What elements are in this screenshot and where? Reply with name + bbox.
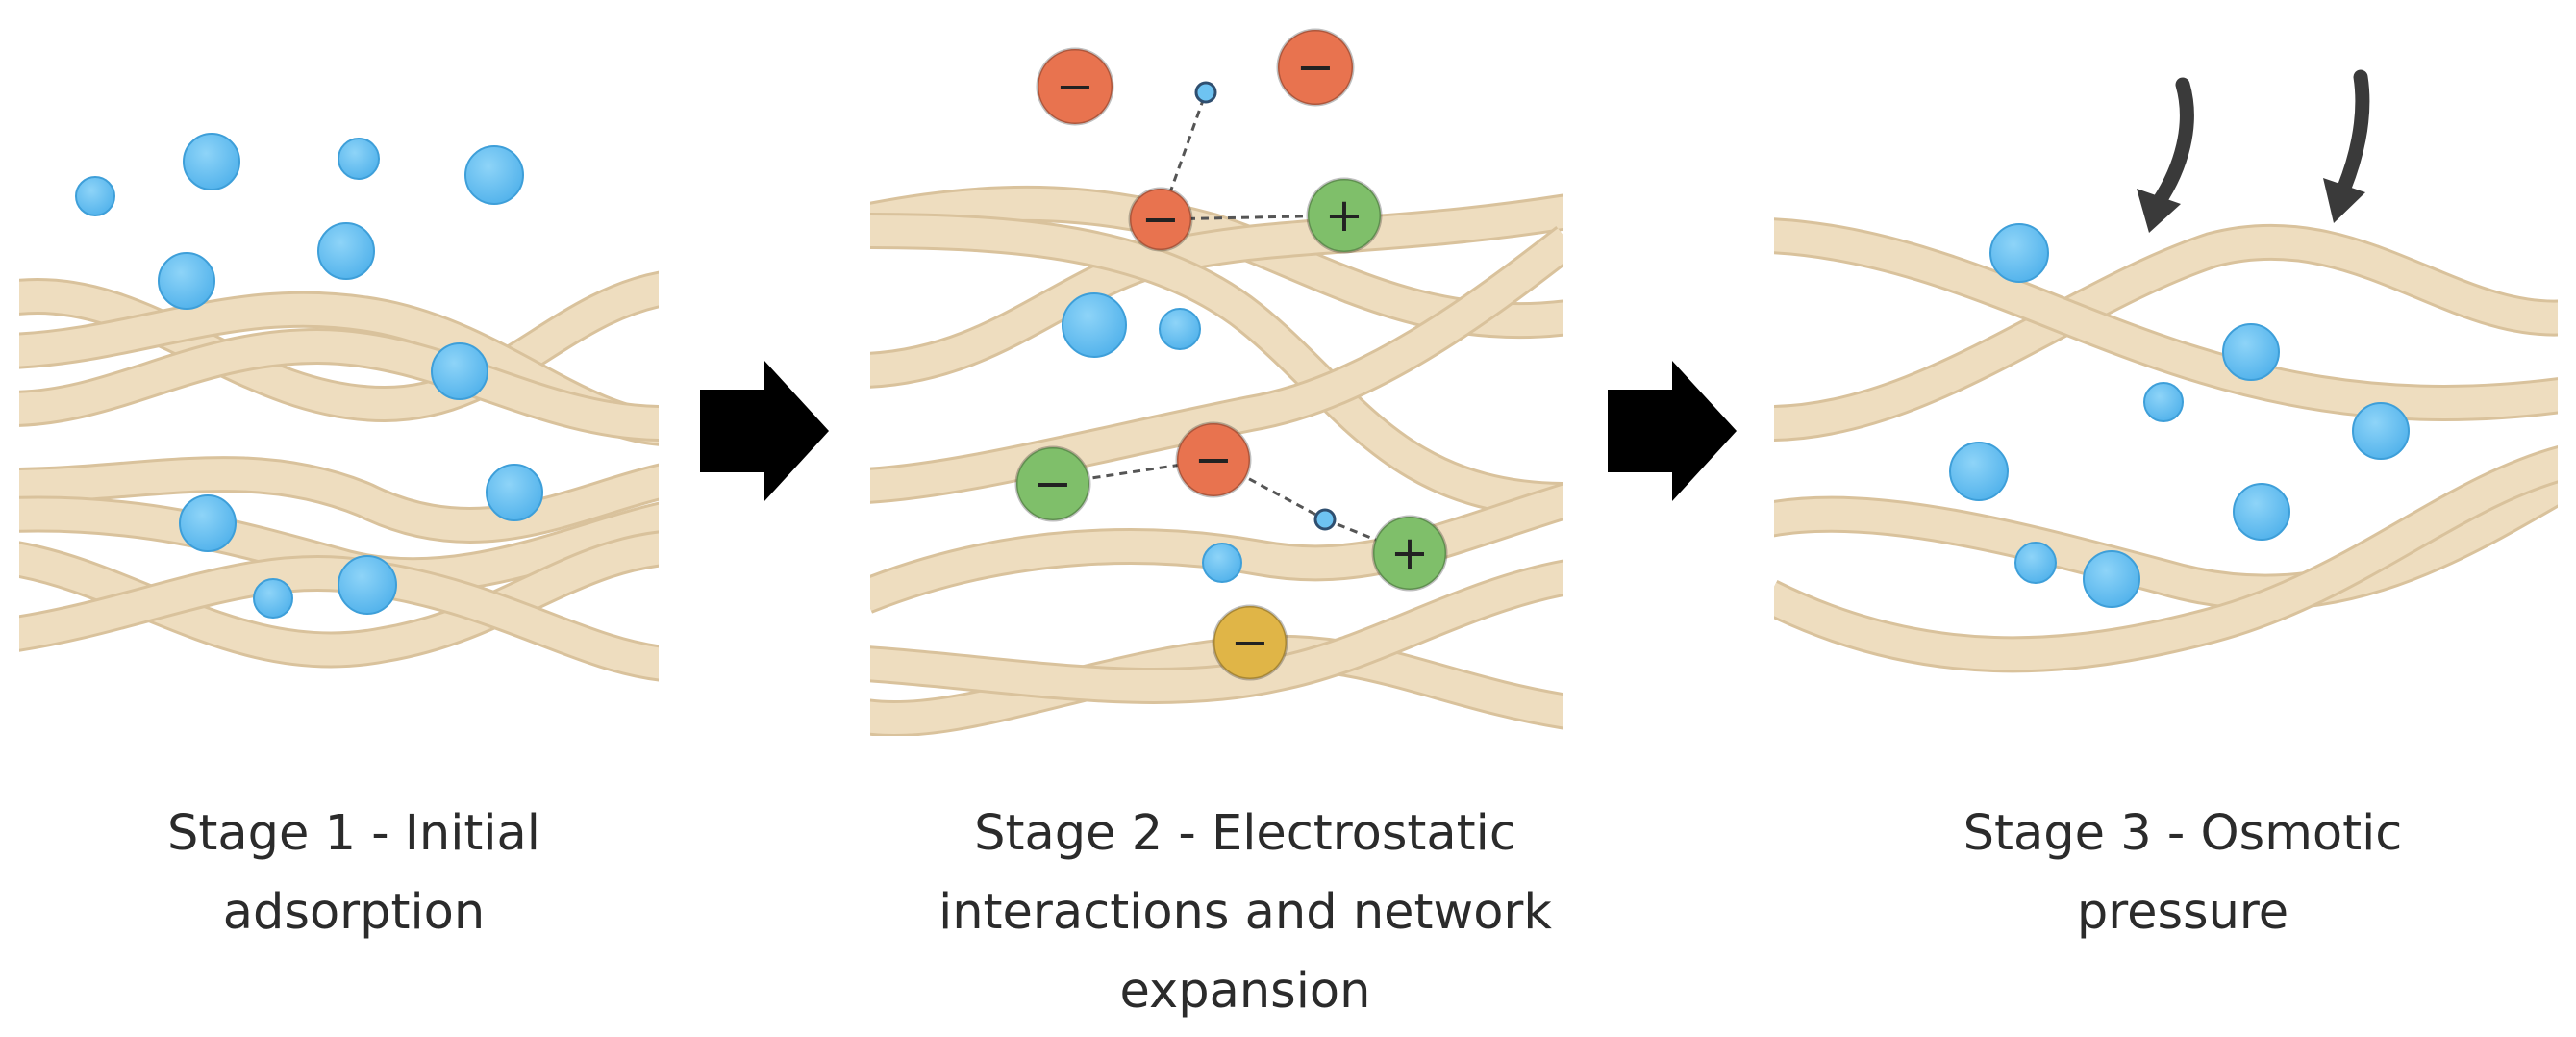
positive-charge-icon: + bbox=[1306, 177, 1383, 254]
stage-1-caption: Stage 1 - Initial adsorption bbox=[113, 795, 594, 952]
svg-text:−: − bbox=[1231, 616, 1269, 670]
polymer-fiber bbox=[870, 213, 1563, 518]
negative-charge-icon: − bbox=[1212, 604, 1288, 681]
stage-3-panel bbox=[1774, 69, 2558, 673]
water-droplet-icon bbox=[338, 138, 380, 180]
svg-text:+: + bbox=[1325, 189, 1363, 242]
right-arrow-icon bbox=[1608, 361, 1737, 501]
water-droplet-icon bbox=[431, 342, 488, 400]
caption-line: expansion bbox=[1119, 963, 1371, 1020]
water-droplet-icon bbox=[338, 555, 397, 615]
water-droplet-icon bbox=[1949, 442, 2009, 501]
polymer-fiber bbox=[870, 226, 1563, 504]
stage-1-panel bbox=[19, 133, 659, 682]
down-arrow-icon bbox=[2137, 77, 2194, 233]
down-arrow-icon bbox=[2323, 69, 2370, 223]
polymer-fiber bbox=[19, 270, 659, 423]
small-molecule-icon bbox=[1194, 81, 1217, 104]
caption-line: Stage 2 - Electrostatic bbox=[974, 805, 1516, 862]
polymer-fiber bbox=[870, 482, 1563, 614]
water-droplet-icon bbox=[179, 494, 237, 552]
polymer-fiber bbox=[19, 327, 659, 442]
right-arrow-icon bbox=[700, 361, 829, 501]
water-droplet-icon bbox=[158, 252, 215, 310]
polymer-fiber bbox=[19, 456, 659, 544]
svg-text:−: − bbox=[1056, 60, 1094, 114]
positive-charge-icon: + bbox=[1371, 515, 1448, 592]
negative-charge-icon: − bbox=[1128, 187, 1193, 252]
negative-charge-icon: − bbox=[1276, 28, 1355, 107]
polymer-fiber bbox=[1774, 217, 2558, 421]
water-droplet-icon bbox=[1159, 308, 1201, 350]
water-droplet-icon bbox=[317, 222, 375, 280]
stage-3-caption: Stage 3 - Osmotic pressure bbox=[1913, 795, 2452, 952]
svg-text:−: − bbox=[1141, 192, 1180, 246]
water-droplet-icon bbox=[2352, 402, 2410, 460]
water-droplet-icon bbox=[464, 145, 524, 205]
polymer-fiber bbox=[1774, 465, 2558, 611]
svg-text:−: − bbox=[1194, 433, 1233, 487]
polymer-fiber bbox=[1774, 445, 2558, 673]
water-molecules bbox=[75, 133, 543, 619]
water-droplet-icon bbox=[2233, 483, 2290, 541]
caption-line: adsorption bbox=[222, 884, 486, 941]
polymer-fiber bbox=[1774, 223, 2558, 442]
water-droplet-icon bbox=[1062, 292, 1127, 358]
water-droplet-icon bbox=[2014, 542, 2057, 584]
svg-text:+: + bbox=[1390, 526, 1429, 580]
caption-line: interactions and network bbox=[938, 884, 1552, 941]
caption-line: Stage 3 - Osmotic bbox=[1963, 805, 2403, 862]
stage-2-panel: − − − + − − + − bbox=[870, 28, 1563, 736]
polymer-fiber-network bbox=[1774, 217, 2558, 673]
polymer-fiber bbox=[19, 530, 659, 669]
water-droplet-icon bbox=[2143, 382, 2184, 422]
negative-charge-icon: − bbox=[1014, 445, 1091, 522]
negative-charge-icon: − bbox=[1036, 47, 1114, 126]
water-droplet-icon bbox=[2083, 550, 2140, 608]
stage-2-caption: Stage 2 - Electrostatic interactions and… bbox=[851, 795, 1639, 1031]
water-droplet-icon bbox=[75, 176, 115, 216]
water-droplet-icon bbox=[253, 578, 293, 619]
svg-text:−: − bbox=[1034, 457, 1072, 511]
caption-line: pressure bbox=[2076, 884, 2289, 941]
interaction-line bbox=[1159, 91, 1208, 220]
polymer-fiber bbox=[870, 559, 1563, 704]
negative-charge-icon: − bbox=[1175, 421, 1252, 498]
interaction-line bbox=[1324, 518, 1411, 555]
small-molecule-icon bbox=[1313, 508, 1337, 531]
water-molecules bbox=[1062, 81, 1337, 583]
charged-groups: − − − + − − + − bbox=[1014, 28, 1448, 681]
caption-line: Stage 1 - Initial bbox=[167, 805, 540, 862]
water-droplet-icon bbox=[1989, 223, 2049, 283]
water-droplet-icon bbox=[486, 464, 543, 521]
svg-text:−: − bbox=[1296, 40, 1335, 94]
water-droplet-icon bbox=[2222, 323, 2280, 381]
water-molecules bbox=[1949, 223, 2410, 608]
water-droplet-icon bbox=[1202, 543, 1242, 583]
water-droplet-icon bbox=[183, 133, 240, 190]
polymer-fiber-network bbox=[19, 270, 659, 682]
